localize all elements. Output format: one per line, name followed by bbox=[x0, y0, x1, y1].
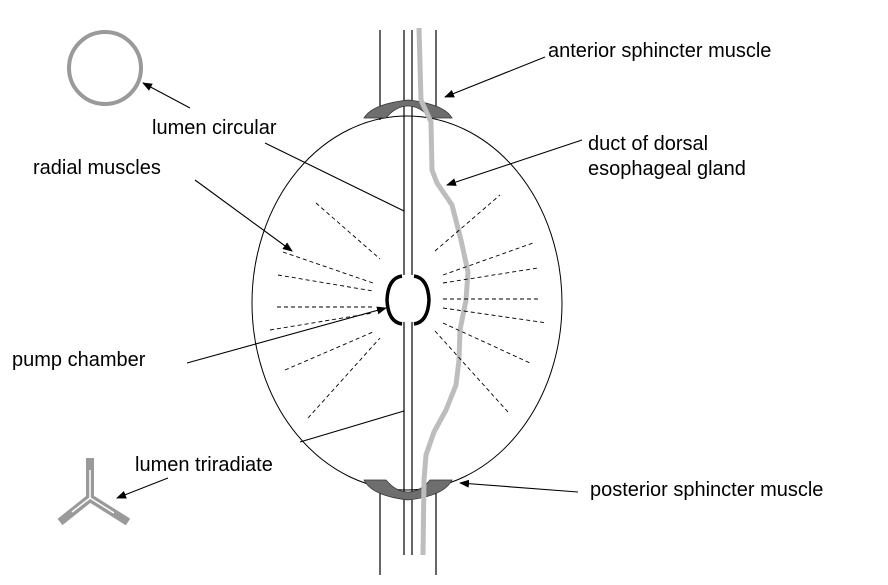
pump-chamber-arrow bbox=[186, 306, 387, 364]
label-duct-line2: esophageal gland bbox=[588, 158, 746, 180]
label-posterior-sphincter: posterior sphincter muscle bbox=[590, 479, 823, 501]
lumen-circular-icon bbox=[67, 30, 143, 106]
label-radial-muscles: radial muscles bbox=[33, 157, 161, 179]
lumen-triradiate-icon-arrow bbox=[116, 477, 169, 499]
label-pump-chamber: pump chamber bbox=[12, 349, 146, 371]
duct-arrow bbox=[446, 139, 583, 186]
label-duct-line1: duct of dorsal bbox=[588, 133, 708, 155]
pharynx-tube bbox=[379, 30, 437, 575]
posterior-sphincter-arrow bbox=[459, 479, 579, 493]
pharyngeal-bulb bbox=[251, 115, 563, 491]
dorsal-gland-duct bbox=[416, 27, 471, 556]
label-lumen-triradiate: lumen triradiate bbox=[135, 454, 273, 476]
radial-muscles-arrow bbox=[194, 179, 293, 252]
radial-muscles bbox=[269, 194, 548, 419]
lumen-circular-icon-arrow bbox=[142, 82, 191, 109]
label-lumen-circular: lumen circular bbox=[152, 117, 277, 139]
anterior-sphincter-muscle bbox=[363, 99, 453, 119]
lumen-triradiate-leader bbox=[299, 410, 405, 443]
label-anterior-sphincter: anterior sphincter muscle bbox=[548, 40, 771, 62]
anterior-sphincter-arrow bbox=[444, 56, 546, 98]
lumen-circular-leader bbox=[264, 142, 405, 212]
pump-chamber bbox=[385, 274, 431, 326]
posterior-sphincter-muscle bbox=[363, 479, 453, 501]
lumen-triradiate-icon bbox=[57, 458, 131, 526]
